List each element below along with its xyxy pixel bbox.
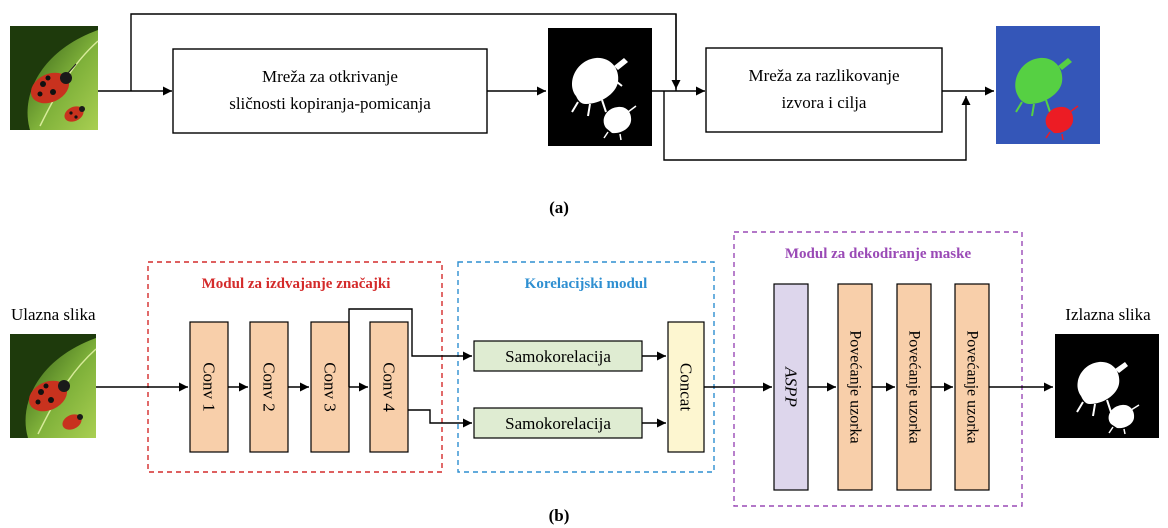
output-image-a [996, 26, 1100, 144]
conv2-block [249, 321, 289, 453]
feature-extraction-module: Modul za izdvajanje značajki Conv 1 Conv… [147, 261, 443, 473]
concat-label: Concat [677, 363, 696, 411]
output-mask-image-b [1055, 334, 1159, 438]
self-correlation-block-2 [473, 407, 643, 439]
aspp-label: ASPP [782, 366, 801, 407]
upsample-label-1: Povećanje uzorka [847, 330, 864, 443]
conv3-label: Conv 3 [321, 362, 340, 412]
feature-module-border [147, 261, 443, 473]
output-label: Izlazna slika [1065, 305, 1151, 324]
decoder-module-title: Modul za dekodiranje maske [785, 246, 972, 262]
self-correlation-label-1: Samokorelacija [505, 347, 611, 366]
upsample-label-2: Povećanje uzorka [906, 330, 923, 443]
conv1-label: Conv 1 [200, 362, 219, 412]
input-image-a [10, 26, 99, 130]
correlation-module: Korelacijski modul Samokorelacija Samoko… [457, 261, 715, 473]
ladybug-icon [30, 63, 77, 104]
connectors-a [98, 13, 994, 161]
upsample-block-2 [896, 283, 932, 491]
feature-module-title: Modul za izdvajanje značajki [202, 276, 391, 292]
concat-block [667, 321, 705, 453]
connectors-b [96, 308, 1053, 428]
caption-b: (b) [549, 506, 570, 525]
similarity-mask-image [548, 28, 652, 146]
caption-a: (a) [549, 198, 569, 217]
conv3-block [310, 321, 350, 453]
detection-network-box: Mreža za otkrivanje sličnosti kopiranja-… [172, 48, 488, 134]
upsample-label-3: Povećanje uzorka [964, 330, 981, 443]
detection-network-label-line2: sličnosti kopiranja-pomicanja [229, 94, 431, 113]
discrimination-network-label-line2: izvora i cilja [782, 93, 867, 112]
upsample-block-1 [837, 283, 873, 491]
correlation-module-title: Korelacijski modul [525, 276, 648, 292]
discrimination-network-label-line1: Mreža za razlikovanje [748, 66, 899, 85]
correlation-module-border [457, 261, 715, 473]
input-label: Ulazna slika [11, 305, 96, 324]
self-correlation-label-2: Samokorelacija [505, 414, 611, 433]
upsample-block-3 [954, 283, 990, 491]
discrimination-network-box: Mreža za razlikovanje izvora i cilja [705, 47, 943, 133]
detection-network-label-line1: Mreža za otkrivanje [262, 67, 398, 86]
ladybug-copy-icon [64, 106, 85, 122]
aspp-block [773, 283, 809, 491]
conv4-block [369, 321, 409, 453]
conv2-label: Conv 2 [260, 362, 279, 412]
decoder-module-border [733, 231, 1023, 507]
conv4-label: Conv 4 [380, 362, 399, 412]
input-image-b [10, 334, 97, 438]
mask-decoder-module: Modul za dekodiranje maske ASPP Povećanj… [733, 231, 1023, 507]
